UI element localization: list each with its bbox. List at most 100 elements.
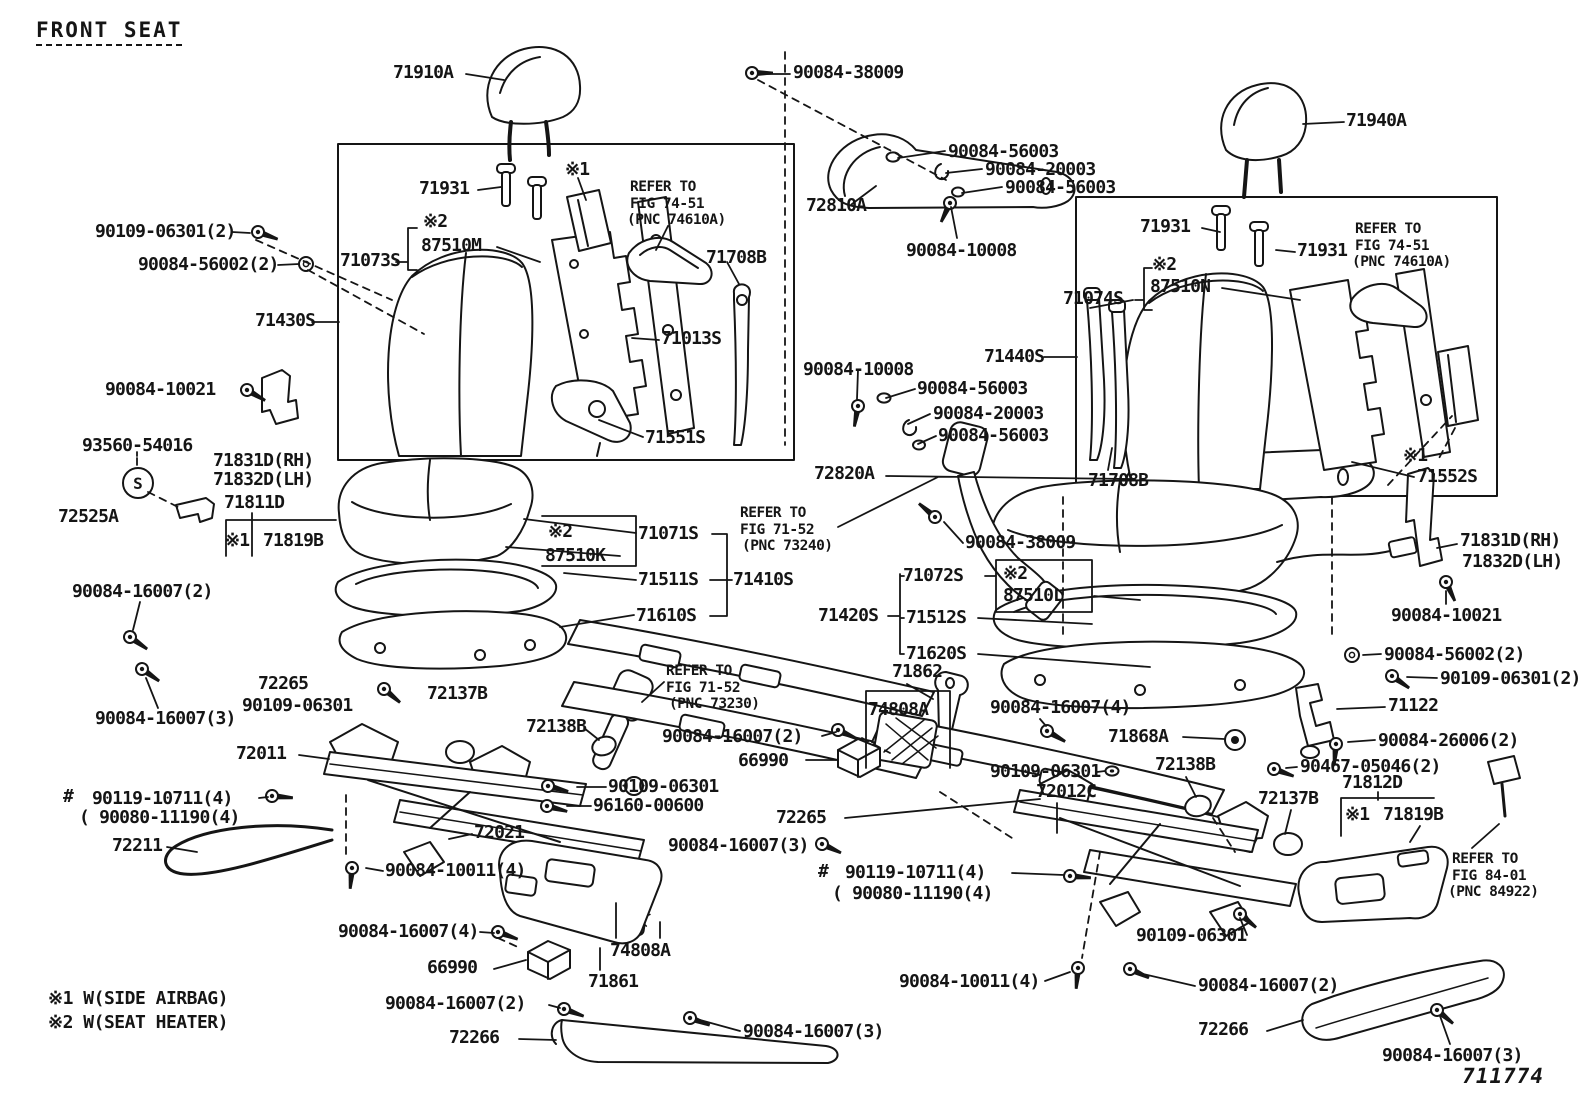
- seatback-left-art: [387, 163, 751, 457]
- part-label: 74808A: [868, 699, 929, 720]
- part-label: 71819B: [1383, 804, 1444, 825]
- part-label: 72021: [474, 822, 525, 843]
- part-label: 90109-06301(2): [95, 221, 236, 242]
- part-label: 72011: [236, 743, 287, 764]
- part-label: 90084-20003: [985, 159, 1096, 180]
- part-label: 71610S: [636, 605, 697, 626]
- part-label: 71832D(LH): [1462, 551, 1563, 572]
- part-label: 71551S: [645, 427, 706, 448]
- refer-note: REFER TO: [740, 505, 806, 521]
- part-label: 90109-06301: [608, 776, 719, 797]
- part-label: 71811D: [224, 492, 285, 513]
- refer-note: FIG 84-01: [1452, 868, 1527, 884]
- part-label: 72211: [112, 835, 163, 856]
- legend-text: W(SIDE AIRBAG): [83, 988, 228, 1009]
- part-label: 90084-26006(2): [1378, 730, 1519, 751]
- part-label: ※1: [1345, 804, 1370, 825]
- part-label: 90084-56003: [917, 378, 1028, 399]
- part-label: 90084-56003: [948, 141, 1059, 162]
- part-label: 72525A: [58, 506, 119, 527]
- part-label: 71832D(LH): [213, 469, 314, 490]
- part-label: 71931: [419, 178, 470, 199]
- part-label: 90084-56002(2): [1384, 644, 1525, 665]
- part-label: 71910A: [393, 62, 454, 83]
- part-label: 72266: [449, 1027, 500, 1048]
- part-label: 71410S: [733, 569, 794, 590]
- part-label: 71073S: [340, 250, 401, 271]
- part-label: 71122: [1388, 695, 1439, 716]
- part-label: 72265: [258, 673, 309, 694]
- s-marker-letter: S: [133, 473, 143, 493]
- part-label: 72138B: [1155, 754, 1216, 775]
- part-label: 87510N: [1150, 276, 1211, 297]
- refer-note: (PNC 84922): [1448, 884, 1539, 900]
- part-label: 71708B: [1088, 470, 1149, 491]
- refer-note: FIG 71-52: [666, 680, 741, 696]
- s-marker: S: [122, 467, 154, 499]
- part-label: 71074S: [1063, 288, 1124, 309]
- headrest-left-art: [486, 46, 582, 162]
- part-label: 71071S: [638, 523, 699, 544]
- part-label: 71552S: [1417, 466, 1478, 487]
- part-label: 90084-10011(4): [899, 971, 1040, 992]
- part-label: 71512S: [906, 607, 967, 628]
- part-label: 71511S: [638, 569, 699, 590]
- drawing-number: 711774: [1459, 1064, 1546, 1088]
- part-label: 71819B: [263, 530, 324, 551]
- headrest-right-art: [1220, 82, 1308, 199]
- part-label: 90467-05046(2): [1300, 756, 1441, 777]
- part-label: 90084-10008: [906, 240, 1017, 261]
- part-label: #: [63, 786, 74, 807]
- part-label: 66990: [738, 750, 789, 771]
- refer-note: REFER TO: [1355, 221, 1421, 237]
- part-label: ※2: [1152, 254, 1177, 275]
- part-label: 71708B: [706, 247, 767, 268]
- part-label: 90084-10021: [105, 379, 216, 400]
- part-label: 90084-16007(3): [1382, 1045, 1523, 1066]
- group-brackets: [541, 515, 1093, 613]
- part-label: 72810A: [806, 195, 867, 216]
- armrest-left-art: [827, 133, 1076, 209]
- part-label: 74808A: [610, 940, 671, 961]
- part-label: 90109-06301: [1136, 925, 1247, 946]
- part-label: 90084-16007(2): [1198, 975, 1339, 996]
- part-label: ※2: [1003, 563, 1028, 584]
- part-label: 72820A: [814, 463, 875, 484]
- part-label: 87510K: [545, 545, 606, 566]
- refer-note: REFER TO: [1452, 851, 1518, 867]
- legend-seat-heater: ※2 W(SEAT HEATER): [48, 1012, 228, 1033]
- part-label: 71812D: [1342, 772, 1403, 793]
- belt-stalk-right-art: [941, 421, 1064, 621]
- part-label: 90084-16007(3): [743, 1021, 884, 1042]
- part-label: 93560-54016: [82, 435, 193, 456]
- refer-note: (PNC 74610A): [1352, 254, 1451, 270]
- part-label: ※1: [1403, 445, 1428, 466]
- part-label: 90109-06301: [990, 761, 1101, 782]
- part-label: ※2: [423, 211, 448, 232]
- left-seatback-box: [337, 143, 795, 461]
- part-label: 71868A: [1108, 726, 1169, 747]
- part-label: 90084-10021: [1391, 605, 1502, 626]
- part-label: ※1: [565, 159, 590, 180]
- part-label: ※2: [548, 521, 573, 542]
- part-label: 90084-38009: [793, 62, 904, 83]
- cushion-left-art: [334, 457, 568, 670]
- part-label: 90084-38009: [965, 532, 1076, 553]
- legend-symbol: ※1: [48, 988, 73, 1009]
- part-label: #: [818, 861, 829, 882]
- part-label: 90084-16007(4): [338, 921, 479, 942]
- cushion-right-art: [990, 479, 1418, 710]
- part-label: 90109-06301(2): [1440, 668, 1581, 689]
- part-label: 71013S: [661, 328, 722, 349]
- refer-note: (PNC 73230): [669, 696, 760, 712]
- refer-note: (PNC 74610A): [627, 212, 726, 228]
- part-label: 90109-06301: [242, 695, 353, 716]
- part-label: 72012C: [1036, 781, 1097, 802]
- part-label: 90084-56002(2): [138, 254, 279, 275]
- part-label: 90084-56003: [1005, 177, 1116, 198]
- refer-note: FIG 71-52: [740, 522, 815, 538]
- part-label: 72266: [1198, 1019, 1249, 1040]
- part-label: 71072S: [903, 565, 964, 586]
- part-label: 96160-00600: [593, 795, 704, 816]
- part-label: 71620S: [906, 643, 967, 664]
